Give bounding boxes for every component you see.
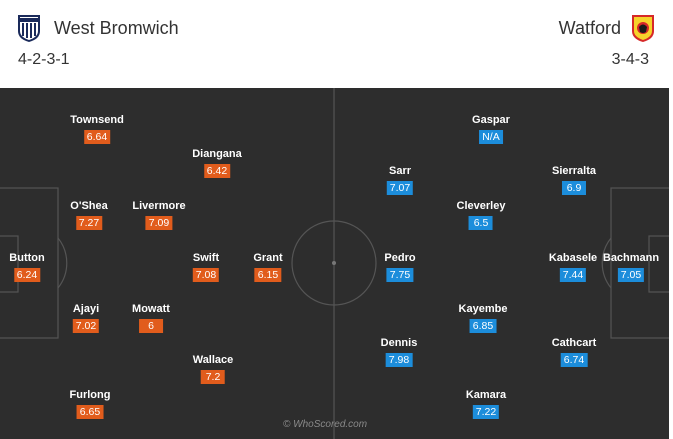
player-card[interactable]: Livermore 7.09 (132, 199, 186, 231)
player-card[interactable]: Townsend 6.64 (70, 113, 124, 145)
player-rating: 7.09 (145, 216, 173, 230)
player-rating: 6.9 (562, 181, 586, 195)
player-name: Dennis (380, 337, 418, 349)
player-rating: N/A (478, 130, 503, 144)
player-name: Pedro (384, 252, 416, 264)
player-rating: 6.5 (469, 216, 493, 230)
player-name: Livermore (132, 200, 186, 212)
player-name: Furlong (69, 389, 111, 401)
player-name: Kabasele (548, 252, 598, 264)
player-rating: 6.85 (469, 319, 497, 333)
player-rating: 7.27 (75, 216, 103, 230)
player-name: Gaspar (472, 114, 510, 126)
player-name: Mowatt (132, 303, 170, 315)
player-rating: 6.15 (254, 268, 282, 282)
player-rating: 7.08 (192, 268, 220, 282)
watford-crest-icon (632, 15, 654, 42)
player-card[interactable]: Sarr 7.07 (386, 164, 414, 196)
player-rating: 6 (138, 319, 163, 333)
player-card[interactable]: Kayembe 6.85 (458, 302, 508, 334)
player-card[interactable]: Sierralta 6.9 (552, 164, 596, 196)
player-name: Ajayi (72, 303, 100, 315)
player-card[interactable]: Furlong 6.65 (69, 388, 111, 420)
player-card[interactable]: Bachmann 7.05 (603, 251, 659, 283)
player-card[interactable]: Cathcart 6.74 (551, 336, 597, 368)
away-team-name[interactable]: Watford (558, 18, 621, 38)
player-name: Diangana (192, 148, 242, 160)
player-card[interactable]: Cleverley 6.5 (456, 199, 506, 231)
away-team-formation: 3-4-3 (611, 51, 649, 68)
player-card[interactable]: Mowatt 6 (132, 302, 170, 334)
player-card[interactable]: Grant 6.15 (253, 251, 283, 283)
player-card[interactable]: Gaspar N/A (472, 113, 510, 145)
player-name: Townsend (70, 114, 124, 126)
player-name: Wallace (192, 354, 234, 366)
player-rating: 7.98 (385, 353, 413, 367)
west-bromwich-crest-icon (18, 15, 40, 42)
player-name: Button (9, 252, 45, 264)
player-rating: 7.02 (72, 319, 100, 333)
player-card[interactable]: Kabasele 7.44 (549, 251, 597, 283)
player-rating: 7.2 (201, 370, 225, 384)
player-rating: 7.07 (386, 181, 414, 195)
pitch-markings (0, 88, 669, 439)
player-card[interactable]: Button 6.24 (9, 251, 45, 283)
player-card[interactable]: Ajayi 7.02 (72, 302, 100, 334)
player-name: Grant (253, 252, 283, 264)
player-name: Cathcart (551, 337, 597, 349)
player-card[interactable]: Dennis 7.98 (380, 336, 418, 368)
player-rating: 6.74 (560, 353, 588, 367)
home-team-formation: 4-2-3-1 (18, 51, 70, 68)
pitch: Townsend 6.64 Diangana 6.42 O'Shea 7.27 … (0, 88, 669, 439)
player-card[interactable]: Diangana 6.42 (192, 147, 242, 179)
player-rating: 6.64 (83, 130, 111, 144)
player-name: Sierralta (551, 165, 597, 177)
player-rating: 6.24 (13, 268, 41, 282)
player-card[interactable]: Wallace 7.2 (192, 353, 234, 385)
player-name: Bachmann (602, 252, 660, 264)
player-rating: 7.22 (472, 405, 500, 419)
player-name: Cleverley (456, 200, 506, 212)
watermark: © WhoScored.com (283, 419, 368, 430)
player-card[interactable]: Kamara 7.22 (466, 388, 506, 420)
player-rating: 7.44 (559, 268, 587, 282)
player-name: Sarr (388, 165, 412, 177)
player-name: O'Shea (70, 200, 108, 212)
player-rating: 7.05 (617, 268, 645, 282)
player-card[interactable]: Pedro 7.75 (384, 251, 416, 283)
player-card[interactable]: O'Shea 7.27 (70, 199, 108, 231)
player-rating: 7.75 (386, 268, 414, 282)
player-rating: 6.42 (203, 164, 231, 178)
player-name: Kayembe (458, 303, 508, 315)
player-name: Swift (192, 252, 220, 264)
home-team-name[interactable]: West Bromwich (54, 18, 179, 38)
player-card[interactable]: Swift 7.08 (192, 251, 220, 283)
player-rating: 6.65 (76, 405, 104, 419)
match-header: West Bromwich 4-2-3-1 Watford 3-4-3 (0, 0, 673, 88)
player-name: Kamara (465, 389, 507, 401)
